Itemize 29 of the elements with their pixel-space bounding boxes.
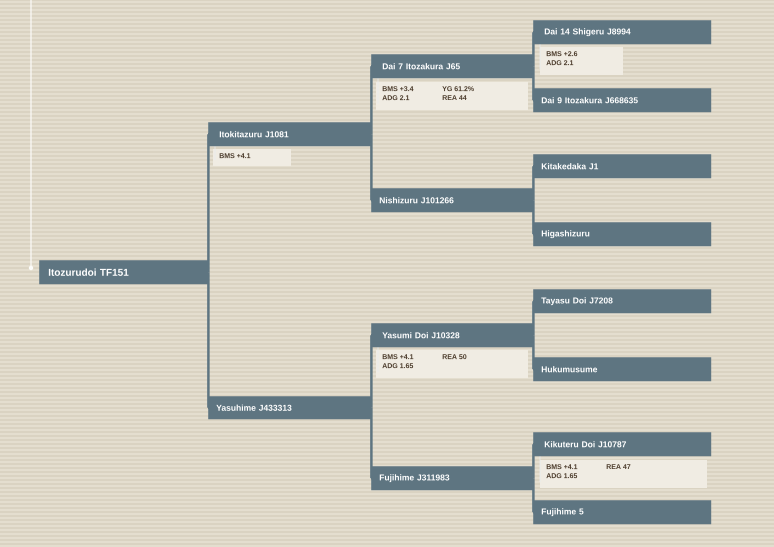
name-bar: Yasumi Doi J10328 bbox=[371, 323, 534, 348]
name-bar: Itozurudoi TF151 bbox=[39, 260, 208, 284]
connector-line bbox=[532, 478, 535, 514]
connector-line bbox=[532, 300, 535, 336]
connector-line bbox=[532, 200, 535, 236]
name-bar: Tayasu Doi J7208 bbox=[533, 289, 712, 314]
name-bar: Fujihime J311983 bbox=[371, 466, 534, 490]
connector-line bbox=[370, 334, 373, 408]
name-bar: Dai 7 Itozakura J65 bbox=[371, 54, 534, 78]
name-bar: Nishizuru J101266 bbox=[371, 188, 534, 212]
name-bar: Kikuteru Doi J10787 bbox=[533, 432, 712, 456]
name-bar: Kitakedaka J1 bbox=[533, 154, 712, 178]
name-bar: Hukumusume bbox=[533, 357, 712, 382]
connector-line bbox=[532, 66, 535, 102]
name-bar: Higashizuru bbox=[533, 222, 712, 246]
connector-line bbox=[370, 408, 373, 480]
name-bar: Fujihime 5 bbox=[533, 500, 712, 524]
connector-line bbox=[532, 442, 535, 478]
name-bar: Yasuhime J433313 bbox=[208, 396, 372, 420]
connector-line bbox=[206, 272, 210, 409]
connector-line bbox=[370, 134, 373, 202]
connector-line bbox=[370, 64, 373, 134]
connector-line bbox=[532, 164, 535, 200]
name-bar: Dai 9 Itozakura J668635 bbox=[533, 88, 712, 112]
connector-line bbox=[532, 30, 535, 66]
connector-line bbox=[206, 132, 210, 272]
connector-line bbox=[532, 335, 535, 370]
name-bar: Dai 14 Shigeru J8994 bbox=[533, 20, 712, 44]
name-bar: Itokitazuru J1081 bbox=[208, 122, 372, 146]
